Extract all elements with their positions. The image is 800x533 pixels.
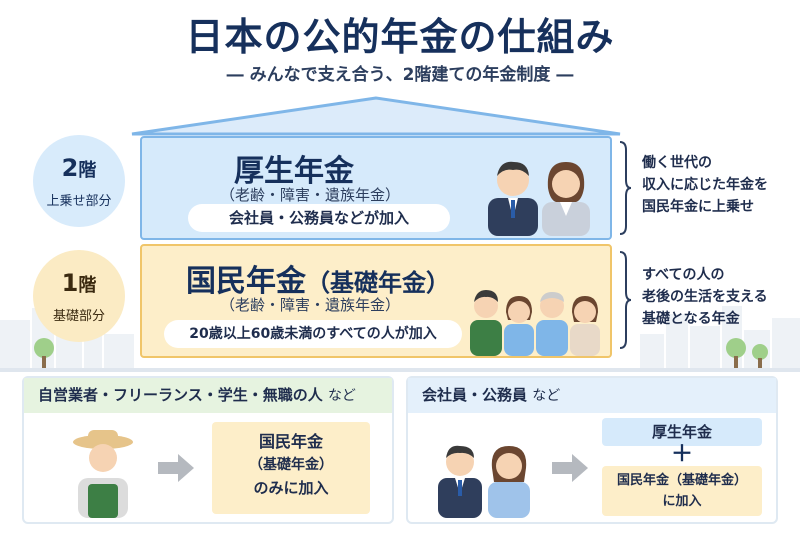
- case-self-employed-heading: 自営業者・フリーランス・学生・無職の人 など: [24, 378, 392, 413]
- case-employees-heading: 会社員・公務員 など: [408, 378, 776, 413]
- skyline-background: [0, 306, 800, 372]
- case-self-employed-result: 国民年金 （基礎年金） のみに加入: [212, 422, 370, 514]
- floor-1-brace: [619, 251, 632, 349]
- floor-2-badge: 2階 上乗せ部分: [33, 135, 125, 227]
- floor-1-description: すべての人の 老後の生活を支える 基礎となる年金: [642, 267, 768, 327]
- floor-2-title: 厚生年金: [234, 154, 354, 189]
- floor-2-benefits: （老齢・障害・遺族年金）: [220, 186, 401, 204]
- roof: [131, 96, 621, 136]
- floor-1-badge: 1階 基礎部分: [33, 250, 125, 342]
- case-employees-panel: 会社員・公務員 など 厚生年金 ＋ 国民年金（基礎年金） に加入: [406, 376, 778, 524]
- floor-2-caption: 上乗せ部分: [46, 194, 112, 209]
- floor-1-title: 国民年金（基礎年金）: [186, 264, 450, 299]
- farmer-icon: [73, 430, 133, 518]
- floor-1-caption: 基礎部分: [52, 309, 105, 324]
- floor-2-eligibility: 会社員・公務員などが加入: [188, 204, 450, 232]
- floor-1-national-pension: 国民年金（基礎年金） （老齢・障害・遺族年金） 20歳以上60歳未満のすべての人…: [140, 244, 612, 358]
- plus-sign: ＋: [670, 442, 693, 467]
- family-icon: [470, 290, 600, 356]
- case-self-employed-panel: 自営業者・フリーランス・学生・無職の人 など 国民年金 （基礎年金） のみに加入: [22, 376, 394, 524]
- arrow-right-icon-2: [552, 454, 588, 482]
- office-workers-icon: [488, 161, 590, 236]
- case-employees-result-top: 厚生年金: [602, 418, 762, 446]
- floor-2-employees-pension: 厚生年金 （老齢・障害・遺族年金） 会社員・公務員などが加入: [140, 136, 612, 240]
- floor-2-description: 働く世代の 収入に応じた年金を 国民年金に上乗せ: [642, 155, 768, 215]
- floor-2-brace: [619, 141, 632, 235]
- floor-1-benefits: （老齢・障害・遺族年金）: [220, 296, 401, 314]
- office-workers-small-icon: [438, 445, 530, 518]
- floor-1-eligibility: 20歳以上60歳未満のすべての人が加入: [164, 320, 462, 348]
- page-title: 日本の公的年金の仕組み: [185, 15, 615, 59]
- arrow-right-icon: [158, 454, 194, 482]
- page-subtitle: ― みんなで支え合う、2階建ての年金制度 ―: [226, 65, 574, 85]
- case-employees-result-bottom: 国民年金（基礎年金） に加入: [602, 466, 762, 516]
